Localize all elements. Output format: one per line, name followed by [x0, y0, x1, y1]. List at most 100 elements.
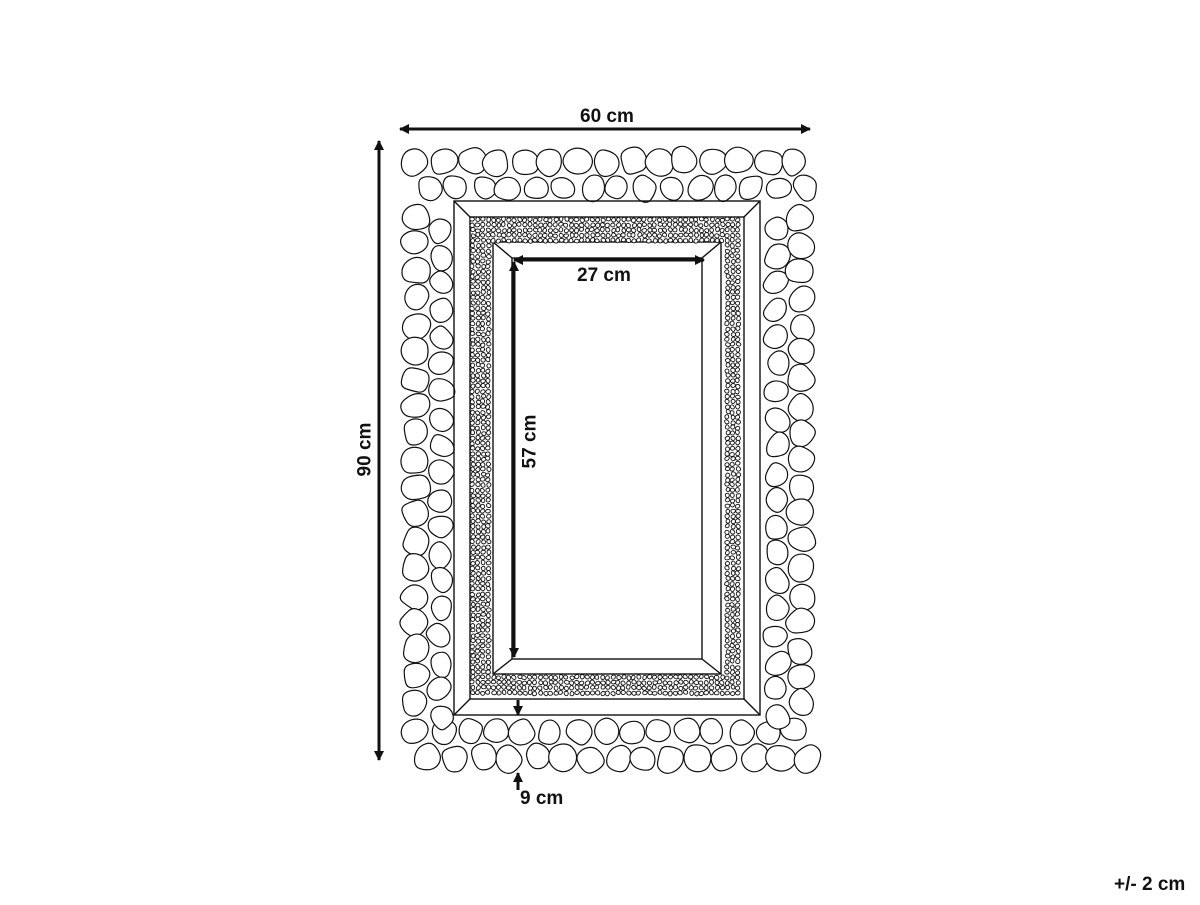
outer-pebble: [401, 256, 431, 284]
mosaic-pebble: [485, 425, 491, 431]
mosaic-pebble: [720, 690, 725, 697]
mosaic-pebble: [646, 685, 652, 691]
outer-pebble: [482, 718, 510, 743]
mosaic-pebble: [735, 529, 741, 534]
mosaic-pebble: [725, 518, 731, 524]
mosaic-pebble: [719, 218, 726, 223]
mosaic-pebble: [558, 690, 564, 695]
mosaic-pebble: [730, 611, 735, 618]
mosaic-pebble: [637, 232, 643, 238]
mosaic-pebble: [470, 341, 476, 347]
mosaic-pebble: [501, 237, 507, 243]
mosaic-pebble: [734, 300, 741, 306]
mosaic-pebble: [475, 669, 481, 675]
mosaic-pebble: [720, 221, 726, 227]
mosaic-pebble: [605, 216, 612, 222]
mosaic-pebble: [724, 669, 730, 675]
mosaic-pebble: [641, 228, 648, 233]
outer-pebble: [787, 363, 816, 392]
mosaic-pebble: [506, 679, 512, 685]
mosaic-pebble: [673, 684, 679, 690]
mosaic-pebble: [578, 237, 584, 243]
mosaic-pebble: [735, 658, 741, 664]
mosaic-pebble: [710, 237, 715, 243]
mosaic-pebble: [511, 674, 517, 680]
mosaic-pebble: [600, 691, 606, 697]
mosaic-pebble: [470, 596, 476, 602]
mosaic-pebble: [625, 684, 631, 690]
mosaic-pebble: [476, 242, 481, 249]
mosaic-pebble: [474, 410, 481, 416]
mosaic-pebble: [595, 222, 601, 228]
mosaic-pebble: [724, 622, 730, 628]
mosaic-pebble: [677, 674, 683, 680]
mosaic-pebble: [485, 555, 492, 560]
mosaic-pebble: [495, 675, 501, 680]
mosaic-pebble: [735, 399, 741, 405]
mosaic-pebble: [481, 539, 486, 545]
mosaic-pebble: [662, 227, 668, 233]
mosaic-pebble: [480, 232, 486, 238]
mosaic-pebble: [616, 222, 622, 228]
mosaic-pebble: [486, 409, 491, 415]
mosaic-pebble: [479, 690, 486, 696]
outer-pebble: [495, 744, 523, 774]
mosaic-pebble: [735, 394, 741, 400]
mosaic-pebble: [694, 691, 700, 697]
mosaic-pebble: [662, 674, 668, 680]
mosaic-pebble: [480, 410, 486, 415]
mosaic-pebble: [693, 232, 699, 239]
mosaic-pebble: [734, 294, 741, 300]
mosaic-pebble: [734, 388, 740, 395]
mosaic-pebble: [724, 684, 731, 690]
mosaic-pebble: [724, 513, 730, 519]
mosaic-pebble: [734, 289, 741, 295]
outer-pebble: [714, 174, 737, 203]
mosaic-pebble: [569, 675, 575, 681]
mosaic-pebble: [474, 471, 481, 478]
mosaic-pebble: [666, 680, 673, 686]
mosaic-pebble: [485, 429, 492, 436]
mosaic-pebble: [615, 685, 622, 691]
mosaic-pebble: [475, 367, 482, 374]
mosaic-pebble: [735, 305, 740, 312]
mosaic-pebble: [558, 216, 564, 223]
mosaic-pebble: [522, 238, 528, 244]
mosaic-pebble: [480, 503, 486, 510]
mosaic-pebble: [547, 222, 553, 228]
outer-pebble: [789, 583, 816, 612]
mosaic-pebble: [647, 227, 653, 233]
mosaic-pebble: [734, 685, 741, 691]
mosaic-pebble: [537, 216, 543, 222]
mosaic-pebble: [693, 238, 699, 244]
outer-pebble: [765, 704, 791, 730]
mosaic-pebble: [470, 570, 476, 576]
width-outer-label: 60 cm: [580, 106, 634, 127]
mosaic-pebble: [729, 216, 735, 222]
mosaic-pebble: [709, 227, 715, 233]
mosaic-pebble: [689, 217, 695, 223]
mosaic-pebble: [724, 523, 730, 529]
mosaic-pebble: [734, 425, 741, 431]
mosaic-pebble: [667, 232, 674, 238]
mosaic-pebble: [656, 233, 663, 239]
mosaic-pebble: [542, 222, 548, 228]
mosaic-pebble: [538, 222, 544, 228]
mosaic-pebble: [470, 377, 476, 383]
outer-pebble: [788, 285, 816, 313]
mosaic-pebble: [485, 440, 491, 447]
outer-pebble: [645, 719, 671, 743]
mosaic-pebble: [475, 606, 481, 612]
mosaic-pebble: [719, 680, 725, 686]
mosaic-pebble: [543, 674, 549, 680]
outer-pebble: [404, 283, 430, 311]
mosaic-pebble: [709, 689, 714, 696]
outer-pebble: [764, 407, 791, 433]
mosaic-pebble: [708, 675, 715, 681]
mosaic-pebble: [735, 621, 741, 628]
mosaic-pebble: [735, 591, 741, 597]
mosaic-pebble: [469, 477, 475, 483]
mosaic-pebble: [661, 222, 668, 228]
mosaic-pebble: [474, 357, 481, 363]
mosaic-pebble: [485, 274, 491, 280]
